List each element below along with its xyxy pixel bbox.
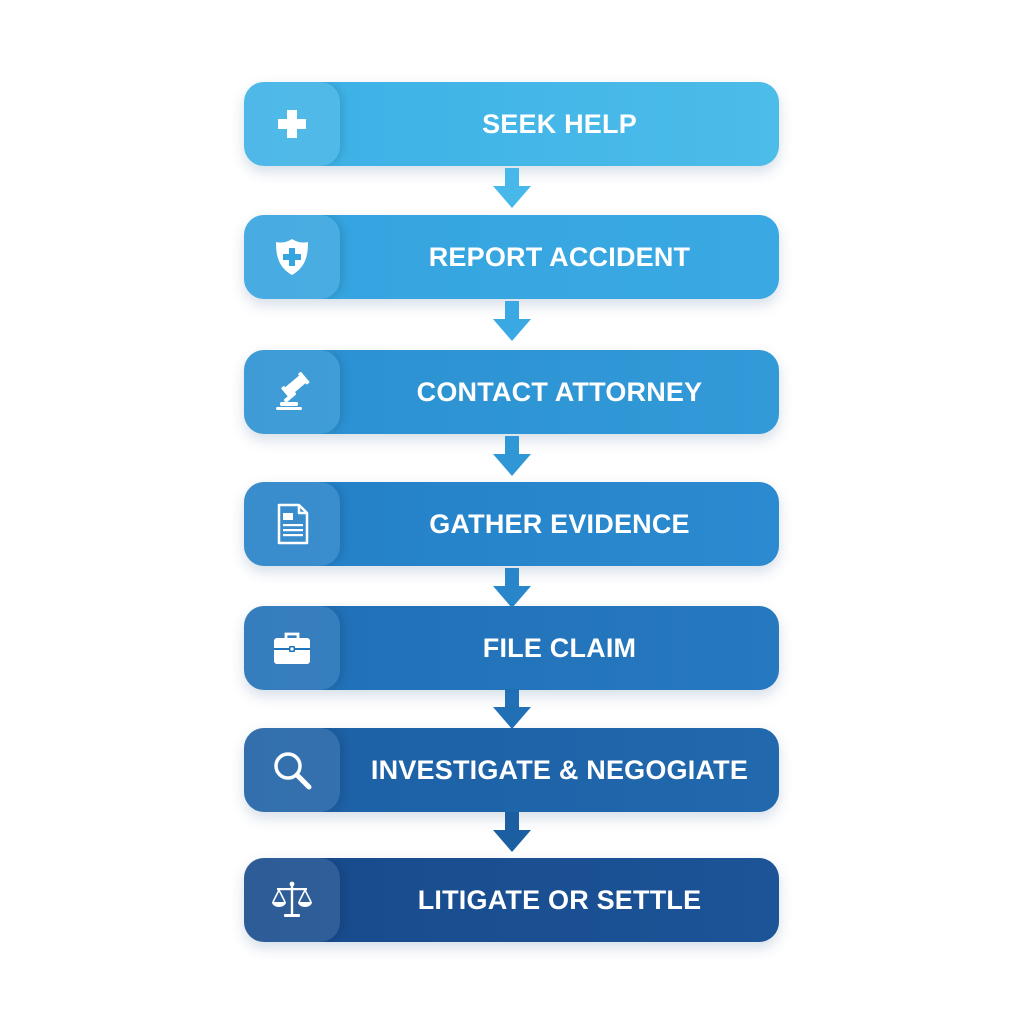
- briefcase-icon: [274, 632, 310, 664]
- step-icon-cell: [244, 350, 340, 434]
- flow-arrow: [491, 434, 533, 478]
- step-label: GATHER EVIDENCE: [429, 508, 690, 539]
- flow-arrow: [491, 299, 533, 343]
- step-icon-cell: [244, 728, 340, 812]
- step-litigate-or-settle: LITIGATE OR SETTLE: [244, 858, 779, 942]
- police-badge-icon: [276, 239, 308, 275]
- step-file-claim: FILE CLAIM: [244, 606, 779, 690]
- step-icon-cell: [244, 482, 340, 566]
- step-icon-cell: [244, 606, 340, 690]
- gavel-icon: [276, 371, 310, 410]
- step-label: SEEK HELP: [482, 108, 637, 139]
- step-label: FILE CLAIM: [482, 632, 637, 663]
- step-gather-evidence: GATHER EVIDENCE: [244, 482, 779, 566]
- step-seek-help: SEEK HELP: [244, 82, 779, 166]
- step-contact-attorney: CONTACT ATTORNEY: [244, 350, 779, 434]
- scales-of-justice-icon: [272, 881, 312, 917]
- flow-arrow: [491, 687, 533, 731]
- step-report-accident: REPORT ACCIDENT: [244, 215, 779, 299]
- step-label: CONTACT ATTORNEY: [416, 376, 703, 407]
- flow-arrow: [491, 810, 533, 854]
- flow-arrow: [491, 566, 533, 610]
- document-icon: [277, 503, 309, 545]
- step-icon-cell: [244, 82, 340, 166]
- step-label: INVESTIGATE & NEGOGIATE: [370, 754, 749, 785]
- step-icon-cell: [244, 858, 340, 942]
- step-investigate-negotiate: INVESTIGATE & NEGOGIATE: [244, 728, 779, 812]
- step-icon-cell: [244, 215, 340, 299]
- magnifying-glass-icon: [274, 752, 312, 790]
- step-label: REPORT ACCIDENT: [428, 241, 691, 272]
- flow-arrow: [491, 166, 533, 210]
- medical-cross-icon: [278, 110, 306, 138]
- step-label: LITIGATE OR SETTLE: [417, 884, 702, 915]
